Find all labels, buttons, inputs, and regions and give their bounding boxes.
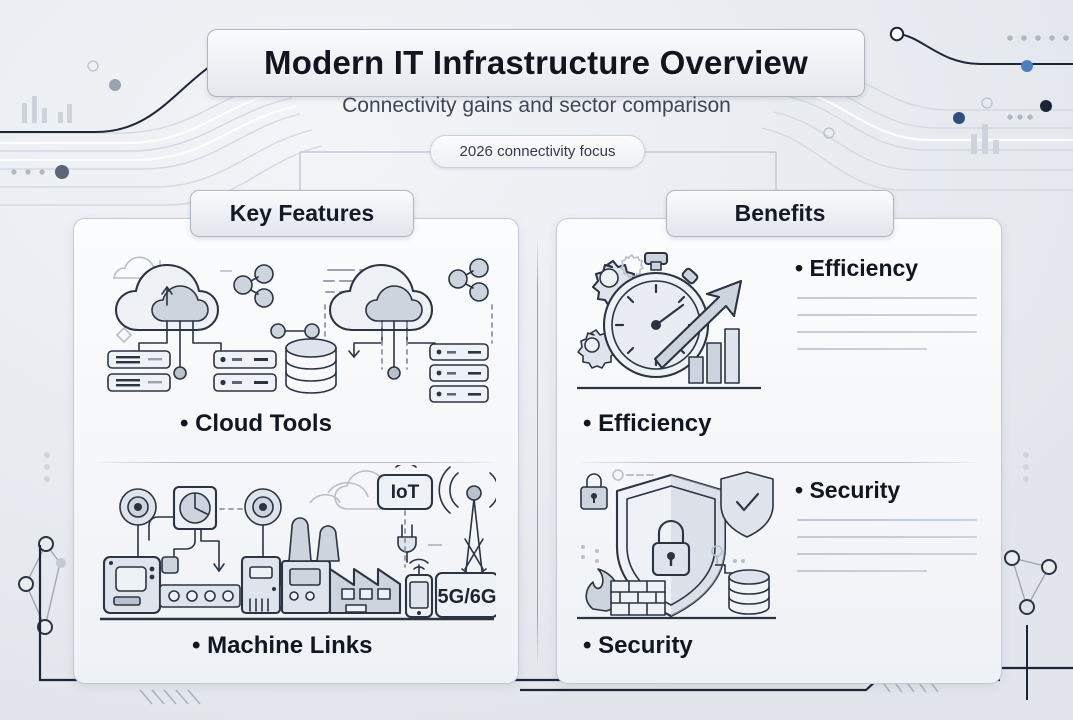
- panel-key-features: • Cloud Tools: [73, 218, 519, 684]
- panel-heading-text: Key Features: [229, 200, 375, 226]
- status-badge: 2026 connectivity focus: [430, 135, 645, 168]
- status-badge-text: 2026 connectivity focus: [459, 143, 616, 160]
- row-security: • Security • Security: [557, 459, 1001, 674]
- row-efficiency: • Efficiency • Efficiency: [557, 237, 1001, 463]
- bullet-machine-links: • Machine Links: [192, 632, 373, 659]
- text-placeholder-lines: [797, 519, 977, 572]
- svg-text:5G/6G: 5G/6G: [438, 586, 496, 608]
- row-cloud-tools: • Cloud Tools: [74, 237, 518, 463]
- page-title-text: Modern IT Infrastructure Overview: [264, 44, 808, 81]
- page-title: Modern IT Infrastructure Overview: [207, 29, 865, 97]
- gears-stopwatch-growth-arrow-illustration: [577, 251, 761, 390]
- panel-heading-benefits: Benefits: [666, 190, 894, 237]
- bullet-efficiency: • Efficiency: [583, 410, 712, 437]
- panel-heading-key-features: Key Features: [190, 190, 414, 237]
- text-placeholder-lines: [797, 297, 977, 350]
- shield-lock-firewall-illustration: [577, 469, 776, 620]
- row-separator: [98, 462, 494, 463]
- row-separator: [581, 462, 977, 463]
- panel-benefits: • Efficiency • Efficiency: [556, 218, 1002, 684]
- page-subtitle-text: Connectivity gains and sector comparison: [342, 94, 731, 117]
- cloud-servers-network-illustration: [107, 256, 493, 403]
- bullet-efficiency-side: • Efficiency: [795, 255, 919, 281]
- bullet-cloud-tools: • Cloud Tools: [180, 410, 332, 437]
- panel-heading-text: Benefits: [734, 200, 826, 226]
- bullet-security-side: • Security: [795, 477, 901, 503]
- page-subtitle: Connectivity gains and sector comparison: [0, 94, 1073, 118]
- row-machine-links: IoT 5G/6G • Machine Link: [74, 459, 518, 674]
- bullet-security: • Security: [583, 632, 693, 659]
- panel-divider: [537, 237, 538, 667]
- industrial-iot-factory-illustration: IoT 5G/6G: [100, 465, 496, 621]
- svg-text:IoT: IoT: [391, 482, 420, 503]
